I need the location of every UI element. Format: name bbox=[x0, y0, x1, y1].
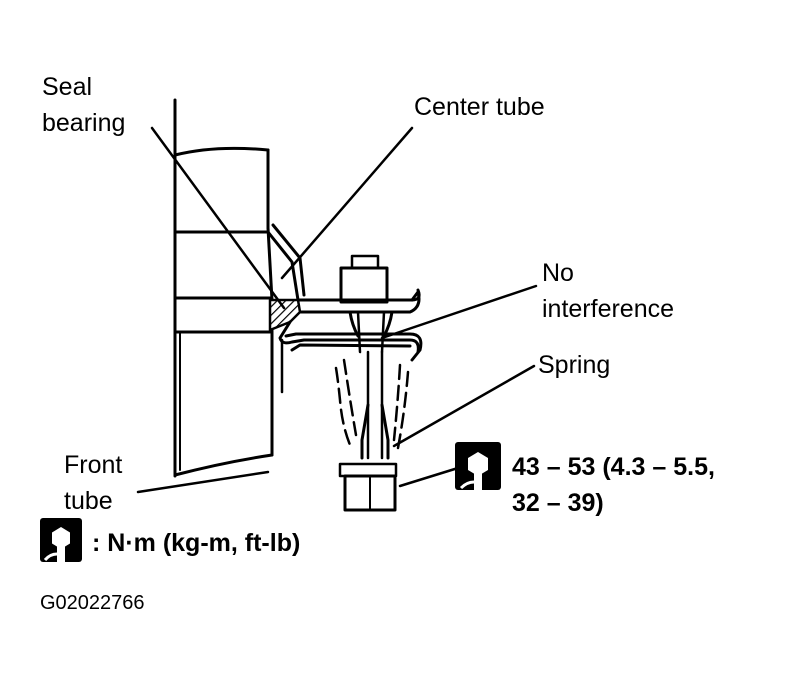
seal-bearing bbox=[268, 298, 302, 332]
torque-spec-line2: 32 – 39) bbox=[512, 489, 604, 517]
spring-seat bbox=[278, 320, 423, 362]
seal-bearing-label-line1: Seal bbox=[42, 73, 93, 101]
torque-unit-legend: : N·m (kg-m, ft-lb) bbox=[92, 529, 301, 557]
mounting-bolt bbox=[339, 254, 394, 460]
spring-leader bbox=[392, 364, 536, 448]
torque-spec-line1: 43 – 53 (4.3 – 5.5, bbox=[512, 453, 715, 481]
front-tube bbox=[173, 98, 284, 478]
front-tube-label-line1: Front bbox=[64, 451, 123, 479]
lock-nut bbox=[338, 462, 398, 512]
torque-wrench-icon bbox=[455, 442, 501, 490]
no-interference-label-line1: No bbox=[542, 259, 574, 287]
spring bbox=[334, 358, 410, 450]
front-tube-leader bbox=[136, 470, 270, 494]
seal-bearing-label-line2: bearing bbox=[42, 109, 126, 137]
torque-leader bbox=[398, 466, 460, 488]
leader-lines bbox=[136, 126, 538, 494]
center-tube-leader bbox=[280, 126, 414, 280]
seal-bearing-leader bbox=[150, 126, 286, 310]
no-interference-leader bbox=[380, 284, 538, 340]
figure-id: G02022766 bbox=[40, 592, 145, 614]
spring-label: Spring bbox=[538, 351, 611, 379]
front-tube-label-line2: tube bbox=[64, 487, 113, 515]
no-interference-label-line2: interference bbox=[542, 295, 675, 323]
center-tube-label: Center tube bbox=[414, 93, 545, 121]
legend-torque-wrench-icon bbox=[40, 518, 82, 562]
